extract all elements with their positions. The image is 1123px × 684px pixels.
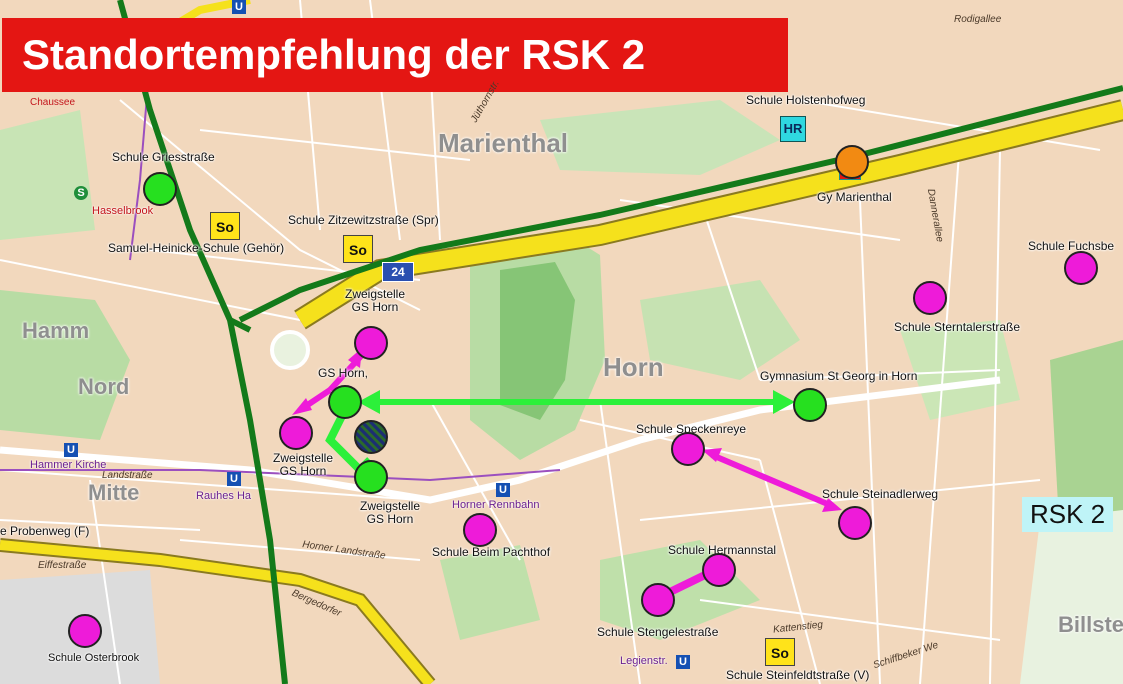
route-number-badge: 24	[382, 262, 414, 282]
special-school-icon: So	[765, 638, 795, 666]
marker-magenta-schule-fuchsberg	[1064, 251, 1098, 285]
marker-magenta-schule-hermannstal	[702, 553, 736, 587]
road-a24	[295, 101, 1123, 328]
u-bahn-icon: U	[64, 443, 78, 457]
district-hamm: Hamm	[22, 318, 90, 343]
station-horner-rennbahn: Horner Rennbahn	[452, 499, 540, 511]
label-zweigstelle-gs-horn-top: Zweigstelle GS Horn	[344, 287, 406, 314]
label-schule-steinadlerweg: Schule Steinadlerweg	[822, 487, 939, 501]
arrow-magenta-speckenreye-steinadlerweg	[702, 448, 842, 512]
label-schule-griesstrasse: Schule Griesstraße	[112, 150, 215, 164]
marker-striped-gs-horn	[354, 420, 388, 454]
marker-magenta-schule-osterbrook	[68, 614, 102, 648]
marker-green-schule-griesstrasse	[143, 172, 177, 206]
racecourse-track	[500, 262, 575, 420]
special-school-icon: So	[343, 235, 373, 263]
hr-school-icon: HR	[780, 116, 806, 142]
street-eiffestrasse: Eiffestraße	[38, 560, 87, 571]
park-east	[900, 320, 1020, 420]
marker-magenta-zweigstelle-top	[354, 326, 388, 360]
label-schule-fuchsberg: Schule Fuchsbe	[1028, 239, 1115, 253]
label-schule-stengelestrasse: Schule Stengelestraße	[597, 625, 719, 639]
marker-magenta-schule-stengelestrasse	[641, 583, 675, 617]
label-schule-speckenreye: Schule Speckenreye	[636, 422, 747, 436]
district-horn: Horn	[603, 352, 664, 382]
roundabout	[270, 330, 310, 370]
park-marienthal	[540, 100, 780, 175]
marker-magenta-schule-steinadlerweg	[838, 506, 872, 540]
marker-magenta-schule-sterntalerstrasse	[913, 281, 947, 315]
marker-magenta-schule-speckenreye	[671, 432, 705, 466]
station-hammer-kirche: Hammer Kirche	[30, 459, 107, 471]
label-schule-holstenhofweg: Schule Holstenhofweg	[746, 93, 866, 107]
label-zweigstelle-gs-horn-bottom: Zweigstelle GS Horn	[359, 499, 421, 526]
street-landstrasse: Landstraße	[102, 470, 153, 481]
u-bahn-icon: U	[232, 0, 246, 14]
marker-green-gs-horn-top	[328, 385, 362, 419]
arrow-green-horn-st-georg	[358, 390, 795, 414]
park-hamm-nord	[0, 290, 130, 440]
district-marienthal: Marienthal	[438, 128, 569, 158]
label-samuel-heinicke-schule: Samuel-Heinicke-Schule (Gehör)	[108, 241, 285, 255]
boundary-north	[238, 85, 1123, 323]
park-horn-center	[640, 280, 800, 380]
boundary-junction	[228, 317, 252, 333]
label-zweigstelle-gs-horn-left: Zweigstelle GS Horn	[272, 451, 334, 478]
marker-green-gymnasium-st-georg	[793, 388, 827, 422]
marker-magenta-zweigstelle-left	[279, 416, 313, 450]
label-gy-marienthal: Gy Marienthal	[817, 190, 892, 204]
label-probenweg: e Probenweg (F)	[0, 524, 90, 538]
u-bahn-icon: U	[227, 472, 241, 486]
u-bahn-icon: U	[676, 655, 690, 669]
station-hasselbrook: Hasselbrook	[92, 205, 154, 217]
park-northwest	[0, 110, 95, 240]
marker-green-gs-horn-bottom	[354, 460, 388, 494]
page-title: Standortempfehlung der RSK 2	[2, 18, 788, 92]
district-mitte: Mitte	[88, 480, 140, 505]
arrow-magenta-hermannstal-stengelestrasse	[668, 571, 707, 596]
label-gs-horn: GS Horn,	[318, 366, 369, 380]
label-schule-beim-pachthof: Schule Beim Pachthof	[432, 545, 551, 559]
label-schule-zitzewitzstrasse: Schule Zitzewitzstraße (Spr)	[288, 213, 439, 227]
station-rauhes-haus: Rauhes Ha	[196, 490, 252, 502]
park-south-west	[440, 545, 540, 640]
special-school-icon: So	[210, 212, 240, 240]
road-bergedorfer	[0, 540, 434, 684]
s-bahn-icon: S	[74, 186, 88, 200]
marker-magenta-schule-beim-pachthof	[463, 513, 497, 547]
street-rodigallee: Rodigallee	[954, 14, 1002, 25]
u-bahn-icon: U	[496, 483, 510, 497]
area-billstedt	[1020, 510, 1123, 684]
district-billstedt: Billste	[1058, 612, 1123, 637]
label-schule-osterbrook: Schule Osterbrook	[48, 652, 140, 664]
road-horner-landstrasse	[0, 376, 1001, 504]
district-nord: Nord	[78, 374, 130, 399]
marker-orange-gy-marienthal	[835, 145, 869, 179]
station-legienstr: Legienstr.	[620, 655, 668, 667]
rail-u2	[0, 469, 561, 482]
rsk-region-label: RSK 2	[1022, 497, 1114, 532]
label-gymnasium-st-georg: Gymnasium St Georg in Horn	[760, 369, 918, 383]
label-schule-sterntalerstrasse: Schule Sterntalerstraße	[894, 320, 1021, 334]
street-chaussee: Chaussee	[30, 97, 76, 108]
label-schule-hermannstal: Schule Hermannstal	[668, 543, 777, 557]
label-schule-steinfeldtstrasse: Schule Steinfeldtstraße (V)	[726, 668, 870, 682]
